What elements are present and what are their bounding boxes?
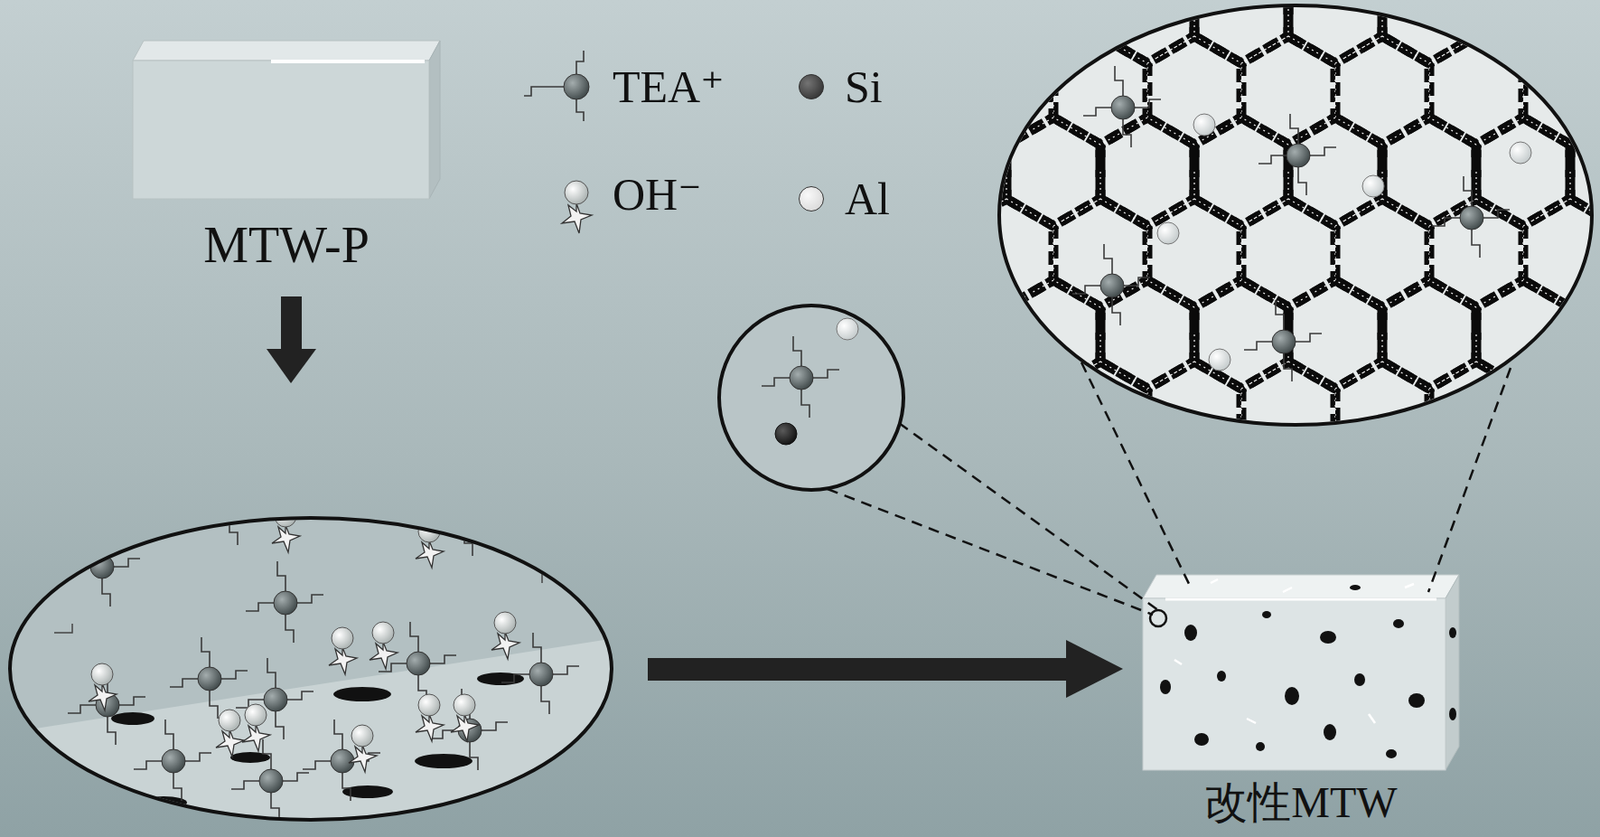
legend-swatch <box>798 74 824 100</box>
modified-mtw-node: 改性MTW <box>1142 574 1460 828</box>
right-arrow <box>647 639 1123 698</box>
framework-ellipse <box>993 0 1600 434</box>
legend-label: Al <box>844 176 890 222</box>
legend-swatch <box>798 186 824 212</box>
legend-sample-tea <box>523 50 590 122</box>
block-label: 改性MTW <box>1142 780 1460 824</box>
mtw-p-node: MTW-P <box>132 40 440 274</box>
zoom-spot <box>1150 609 1167 627</box>
zoom-ellipse-left <box>0 424 651 837</box>
block-label: MTW-P <box>132 219 440 271</box>
legend-sample-oh <box>561 180 592 234</box>
legend-label: OH⁻ <box>612 171 702 217</box>
mtw-p-block <box>132 40 440 199</box>
legend-label: TEA⁺ <box>612 64 725 110</box>
down-arrow <box>266 296 317 384</box>
zoom-circle-small <box>719 305 904 490</box>
modified-mtw-block <box>1142 574 1460 770</box>
legend-label: Si <box>844 64 883 110</box>
